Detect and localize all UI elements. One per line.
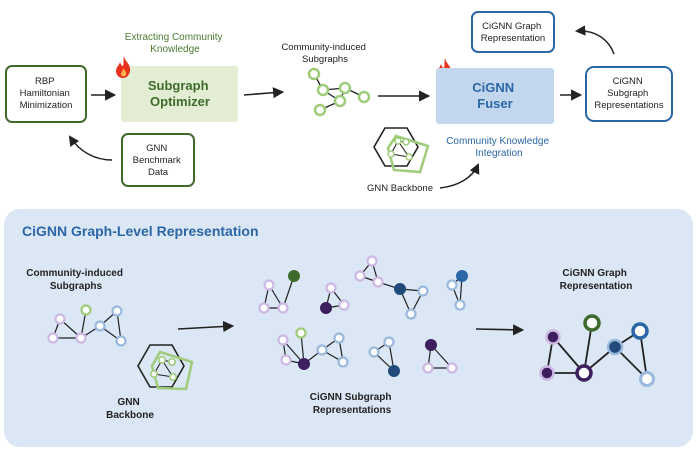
arrow-subgraph-reps-to-graph-rep [574, 25, 615, 55]
cignn-fuser-box [436, 68, 554, 124]
bottom-community-subgraph-graph [47, 304, 127, 347]
rbp-box [5, 65, 87, 123]
curved-arrow-icon [68, 135, 113, 161]
subgraph-reps-box-label: CiGNN Subgraph Representations [594, 76, 663, 111]
subgraph-optimizer-label: Subgraph Optimizer [148, 78, 212, 109]
hexagon-backbone-icon [137, 344, 194, 391]
bottom-subgraph-reps-label: CiGNN Subgraph Representations [310, 392, 394, 416]
bottom-backbone-label: GNN Backbone [106, 397, 154, 421]
arrow-bottom-to-graph-rep [475, 324, 525, 336]
flame-icon [116, 56, 131, 78]
rbp-box-label: RBP Hamiltonian Minimization [20, 76, 73, 111]
graph-rep-box-label: CiGNN Graph Representation [481, 21, 545, 44]
extract-label: Extracting Community Knowledge [125, 32, 226, 55]
arrow-bottom-to-subgraph-reps [177, 320, 235, 333]
integration-label: Community Knowledge Integration [446, 136, 552, 159]
gnn-benchmark-data-box [121, 133, 195, 187]
panel-title: CiGNN Graph-Level Representation [22, 223, 259, 239]
arrow-optimizer-to-subgraphs [243, 87, 285, 99]
community-subgraphs-label: Community-induced Subgraphs [281, 42, 368, 65]
subgraph-reps-cluster [258, 255, 468, 377]
cignn-fuser-label: CiGNN Fuser [472, 80, 518, 111]
bottom-subgraphs-label: Community-induced Subgraphs [26, 268, 125, 292]
gnn-backbone-label: GNN Backbone [367, 183, 433, 194]
bottom-graph-rep-label: CiGNN Graph Representation [560, 268, 633, 292]
subgraph-optimizer-box [121, 66, 238, 122]
hexagon-backbone-icon [373, 127, 430, 174]
graph-rep-graph [539, 314, 655, 387]
subgraph-reps-box [585, 66, 673, 122]
graph-rep-box [471, 11, 555, 53]
community-subgraph-graph [307, 67, 371, 117]
gnn-benchmark-data-label: GNN Benchmark Data [133, 143, 184, 178]
arrow-backbone-to-fuser [439, 163, 480, 189]
